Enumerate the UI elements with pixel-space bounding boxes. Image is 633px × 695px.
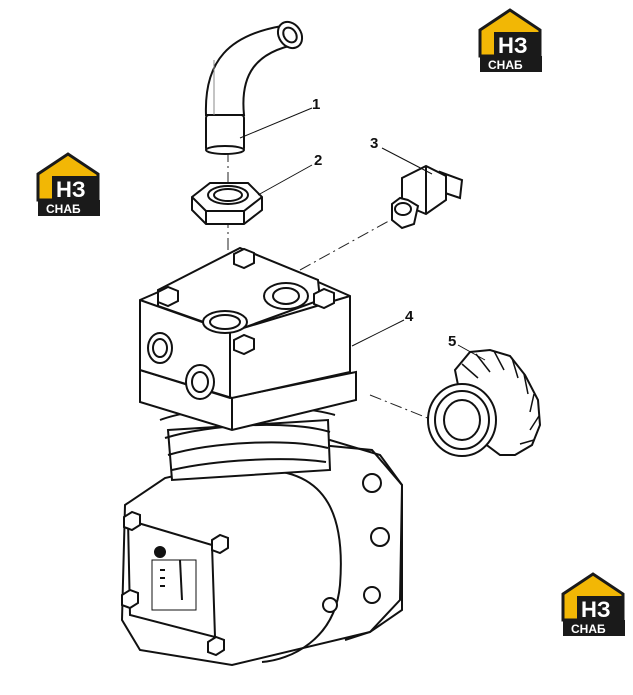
svg-text:НЗ: НЗ: [56, 177, 86, 202]
callout-4: 4: [405, 308, 414, 325]
callout-1: 1: [312, 96, 320, 113]
part-4-compressor-assembly: [120, 246, 404, 667]
svg-text:НЗ: НЗ: [581, 597, 611, 622]
svg-text:СНАБ: СНАБ: [46, 202, 81, 216]
watermark-logo-left: НЗ СНАБ: [36, 152, 100, 216]
svg-text:СНАБ: СНАБ: [488, 58, 523, 72]
part-2-hex-nut: [191, 182, 263, 225]
part-3-fitting: [391, 164, 464, 230]
callout-5: 5: [448, 333, 456, 350]
callout-2: 2: [314, 152, 322, 169]
part-5-gear: [427, 348, 542, 457]
watermark-logo-top-right: НЗ СНАБ: [478, 8, 542, 72]
leader-lines: [239, 107, 486, 361]
svg-text:НЗ: НЗ: [498, 33, 528, 58]
watermark-logo-bottom-right: НЗ СНАБ: [561, 572, 625, 636]
callout-3: 3: [370, 135, 378, 152]
part-1-elbow-pipe: [204, 20, 304, 155]
svg-text:СНАБ: СНАБ: [571, 622, 606, 636]
